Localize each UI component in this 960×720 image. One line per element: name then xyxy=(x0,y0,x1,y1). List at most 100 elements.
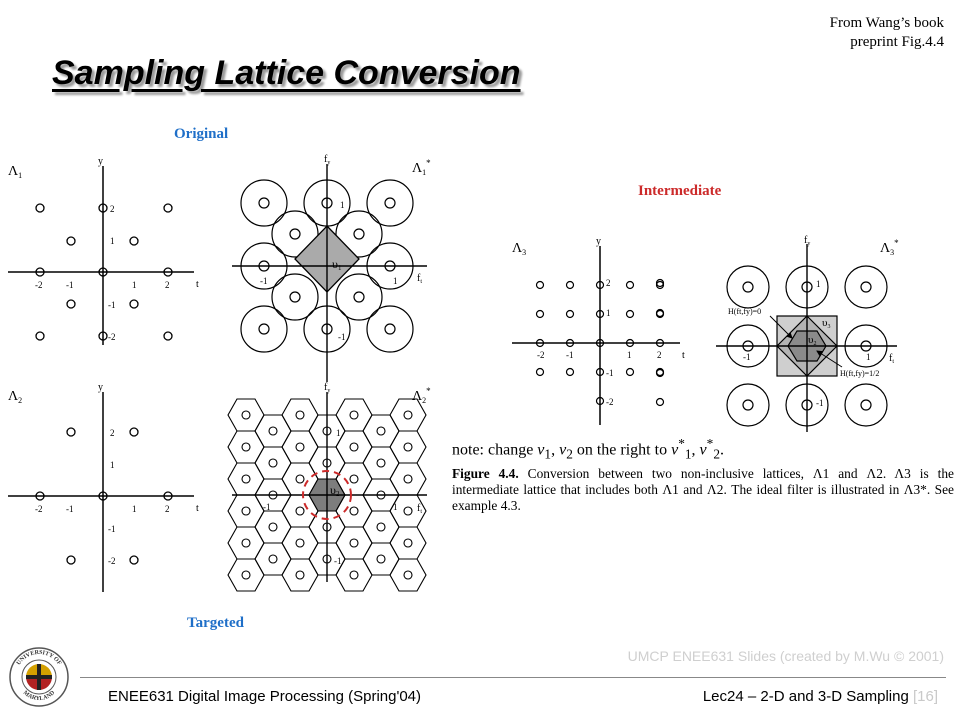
arrow-half xyxy=(816,350,843,368)
spectrum-center xyxy=(241,442,251,452)
spectrum-center xyxy=(295,506,305,516)
spectrum-center xyxy=(241,474,251,484)
tick: -1 xyxy=(606,368,614,378)
lattice-point xyxy=(565,338,575,348)
spectrum-center xyxy=(403,538,413,548)
lattice-point xyxy=(655,278,665,288)
hexagon-cell xyxy=(335,430,373,464)
tick: 1 xyxy=(627,350,632,360)
hexagon-cell xyxy=(335,526,373,560)
spectrum-center xyxy=(403,410,413,420)
hexagon-cell xyxy=(281,430,319,464)
spectrum-center xyxy=(349,506,359,516)
spectrum-center xyxy=(241,506,251,516)
slide-credit: UMCP ENEE631 Slides (created by M.Wu © 2… xyxy=(627,648,944,664)
hexagon-cell xyxy=(227,462,265,496)
spectrum-center xyxy=(349,538,359,548)
lambda1-frequency-panel xyxy=(232,164,427,382)
tick: -1 xyxy=(108,300,116,310)
tick: 1 xyxy=(866,352,871,362)
tick: 1 xyxy=(606,308,611,318)
spectrum-ring xyxy=(271,210,319,258)
lattice-point xyxy=(625,280,635,290)
spectrum-center xyxy=(376,426,386,436)
tick: 2 xyxy=(657,350,662,360)
lattice-point xyxy=(655,308,665,318)
hexagon-cell xyxy=(389,430,427,464)
lambda3-symbol: Λ3 xyxy=(512,241,526,257)
spectrum-center xyxy=(258,323,270,335)
spectrum-center xyxy=(241,570,251,580)
spectrum-center xyxy=(860,399,872,411)
lambda1-star-symbol: Λ1* xyxy=(412,158,431,177)
lattice-point xyxy=(565,309,575,319)
spectrum-center xyxy=(295,410,305,420)
ft-axis-label: ft xyxy=(417,503,422,515)
tick: 1 xyxy=(110,460,115,470)
tick: -1 xyxy=(816,398,824,408)
lattice-point xyxy=(565,367,575,377)
lambda3-spatial-panel xyxy=(512,246,680,425)
spectrum-center xyxy=(376,554,386,564)
upsilon2-label: υ2 xyxy=(330,483,340,498)
spectrum-center xyxy=(268,522,278,532)
hexagon-cell xyxy=(254,542,292,576)
y-axis-label: y xyxy=(596,236,601,247)
upsilon3-label: υ3 xyxy=(822,317,830,330)
spectrum-center xyxy=(268,426,278,436)
source-line-2: preprint Fig.4.4 xyxy=(850,34,944,50)
spectrum-center xyxy=(349,570,359,580)
t-axis-label: t xyxy=(196,279,199,290)
lambda3-frequency-panel xyxy=(716,244,897,432)
fy-axis-label: fy xyxy=(324,382,330,394)
tick: -2 xyxy=(35,280,43,290)
lambda2-frequency-panel xyxy=(227,392,427,592)
figure-number: Figure 4.4. xyxy=(452,466,519,481)
y-axis-label: y xyxy=(98,156,103,167)
footer-course: ENEE631 Digital Image Processing (Spring… xyxy=(108,688,422,705)
tick: -2 xyxy=(108,332,116,342)
upsilon1-label: υ1 xyxy=(332,257,342,272)
spectrum-center xyxy=(258,197,270,209)
spectrum-center xyxy=(241,410,251,420)
footer-divider xyxy=(80,677,946,678)
spectrum-center xyxy=(349,474,359,484)
tick: 1 xyxy=(393,276,398,286)
lattice-point xyxy=(535,338,545,348)
hexagon-cell xyxy=(254,414,292,448)
hexagon-cell xyxy=(389,558,427,592)
spectrum-ring xyxy=(726,383,770,427)
tick: -2 xyxy=(537,350,545,360)
t-axis-label: t xyxy=(682,350,685,361)
footer-lecture: Lec24 – 2-D and 3-D Sampling [16] xyxy=(703,688,938,705)
original-label: Original xyxy=(174,126,229,142)
hexagon-cell xyxy=(227,398,265,432)
lattice-point xyxy=(655,368,665,378)
arrow-zero xyxy=(769,315,793,339)
lattice-point xyxy=(595,309,605,319)
tick: 1 xyxy=(110,236,115,246)
lambda1-spatial-panel xyxy=(8,166,194,345)
hexagon-cell xyxy=(281,398,319,432)
tick: -1 xyxy=(743,352,751,362)
tick: 2 xyxy=(606,278,611,288)
ft-axis-label: ft xyxy=(889,353,894,365)
targeted-label: Targeted xyxy=(187,615,244,631)
spectrum-center xyxy=(268,458,278,468)
hexagon-cell xyxy=(281,558,319,592)
lattice-figure: Λ1 y t 2 1 -1 -2 -2 -1 1 2 fy ft Λ1* υ1 … xyxy=(8,154,899,592)
hexagon-cell xyxy=(335,398,373,432)
lattice-point xyxy=(625,309,635,319)
spectrum-center xyxy=(353,228,365,240)
spectrum-center xyxy=(289,228,301,240)
lattice-point xyxy=(655,338,665,348)
hexagon-cell xyxy=(227,430,265,464)
tick: -1 xyxy=(334,556,342,566)
spectrum-center xyxy=(403,442,413,452)
spectrum-center xyxy=(860,281,872,293)
tick: -1 xyxy=(263,502,271,512)
filter-zero-label: H(ft,fy)=0 xyxy=(728,307,761,316)
hexagon-cell xyxy=(362,542,400,576)
source-line-1: From Wang’s book xyxy=(829,15,944,31)
lattice-point xyxy=(595,396,605,406)
